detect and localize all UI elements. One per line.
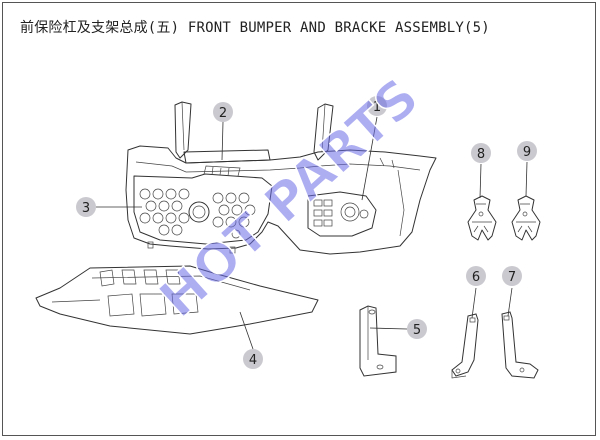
lower-skid-plate	[35, 265, 319, 335]
callout-1-label: 1	[373, 100, 381, 115]
callout-2-label: 2	[219, 106, 227, 121]
callout-7: 7	[502, 266, 522, 286]
callout-3-label: 3	[82, 201, 90, 216]
bracket-part-7	[501, 311, 539, 379]
callout-9: 9	[517, 141, 537, 161]
callout-9-label: 9	[523, 145, 531, 160]
callout-6-label: 6	[472, 270, 480, 285]
callout-7-label: 7	[508, 270, 516, 285]
callout-4: 4	[243, 349, 263, 369]
front-bumper-body	[125, 101, 437, 255]
callout-1: 1	[367, 96, 387, 116]
callout-2: 2	[213, 102, 233, 122]
callout-5: 5	[407, 319, 427, 339]
callout-8: 8	[471, 143, 491, 163]
clip-part-8	[467, 195, 497, 241]
callout-6: 6	[466, 266, 486, 286]
page-title: 前保险杠及支架总成(五) FRONT BUMPER AND BRACKE ASS…	[20, 20, 490, 36]
leader-lines	[96, 116, 528, 350]
callout-4-label: 4	[249, 353, 257, 368]
bracket-part-5	[359, 305, 397, 377]
callout-3: 3	[76, 197, 96, 217]
diagram-frame	[2, 2, 596, 436]
callout-5-label: 5	[413, 323, 421, 338]
clip-part-9	[511, 195, 541, 241]
callout-8-label: 8	[477, 147, 485, 162]
bracket-part-6	[451, 313, 479, 379]
